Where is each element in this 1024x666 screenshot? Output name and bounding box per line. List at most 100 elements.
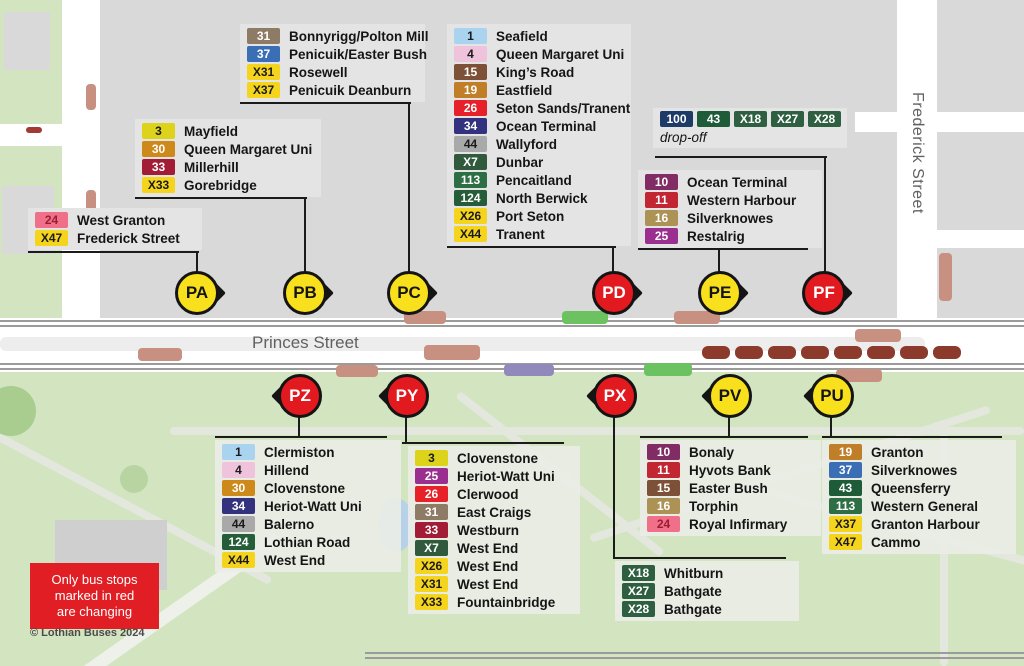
route-badge: X28 xyxy=(622,601,655,617)
bus-icon xyxy=(138,348,182,361)
route-badge: X31 xyxy=(247,64,280,80)
stop-marker-pd: PD xyxy=(592,271,643,315)
route-destination: Granton xyxy=(871,444,924,460)
route-badge: 124 xyxy=(222,534,255,550)
bus-icon xyxy=(674,311,720,324)
route-row: X44 Tranent xyxy=(454,225,624,243)
side-street xyxy=(855,112,1024,132)
route-destination: Tranent xyxy=(496,226,545,242)
connector-line xyxy=(640,436,808,438)
frederick-street-label: Frederick Street xyxy=(909,92,926,214)
route-destination: Heriot-Watt Uni xyxy=(457,468,555,484)
route-badge: 124 xyxy=(454,190,487,206)
route-destination: Granton Harbour xyxy=(871,516,980,532)
connector-line xyxy=(405,414,407,444)
bus-icon xyxy=(86,190,96,216)
route-badge: X37 xyxy=(247,82,280,98)
connector-line xyxy=(614,557,786,559)
route-badge: 1 xyxy=(454,28,487,44)
stop-marker-pa: PA xyxy=(175,271,226,315)
stop-marker-pz: PZ xyxy=(271,374,322,418)
left-green-building xyxy=(4,12,50,70)
route-badge: 24 xyxy=(647,516,680,532)
bus-icon xyxy=(424,345,480,360)
bus-icon xyxy=(26,127,42,133)
connector-line xyxy=(728,414,730,438)
bus-icon xyxy=(836,369,882,382)
railway-line xyxy=(365,657,1024,659)
left-vertical-road xyxy=(62,0,100,318)
route-badge: X18 xyxy=(622,565,655,581)
connector-line xyxy=(613,414,615,559)
route-destination: Dunbar xyxy=(496,154,544,170)
route-badge: 11 xyxy=(645,192,678,208)
route-badge: 34 xyxy=(222,498,255,514)
road-lane xyxy=(0,337,925,351)
route-destination: Seton Sands/Tranent xyxy=(496,100,631,116)
route-destination: Restalrig xyxy=(687,228,745,244)
route-badge: 26 xyxy=(454,100,487,116)
route-destination: West Granton xyxy=(77,212,166,228)
route-badge: 34 xyxy=(454,118,487,134)
tram-line xyxy=(0,320,1024,322)
route-destination: Clovenstone xyxy=(264,480,346,496)
bus-icon xyxy=(504,364,554,376)
route-badge: X27 xyxy=(622,583,655,599)
route-destination: Clovenstone xyxy=(457,450,539,466)
bus-icon xyxy=(644,363,692,376)
route-destination: Queen Margaret Uni xyxy=(184,141,313,157)
connector-line xyxy=(196,251,198,274)
route-badge: 31 xyxy=(247,28,280,44)
connector-line xyxy=(638,248,808,250)
route-badge: 19 xyxy=(454,82,487,98)
notice-box: Only bus stops marked in red are changin… xyxy=(30,563,159,629)
route-destination: Bonaly xyxy=(689,444,735,460)
route-badge: 4 xyxy=(454,46,487,62)
route-badge: X26 xyxy=(415,558,448,574)
bus-queue xyxy=(702,346,961,359)
stop-marker-px: PX xyxy=(586,374,637,418)
route-row: 25 Heriot-Watt Uni xyxy=(415,467,573,485)
route-badge: X7 xyxy=(415,540,448,556)
route-destination: Royal Infirmary xyxy=(689,516,788,532)
route-badge: 25 xyxy=(415,468,448,484)
route-badge: 26 xyxy=(415,486,448,502)
route-destination: Western Harbour xyxy=(687,192,797,208)
dropoff-note: drop-off xyxy=(660,130,707,145)
route-badge: X44 xyxy=(454,226,487,242)
route-destination: Pencaitland xyxy=(496,172,572,188)
route-badge: X27 xyxy=(771,111,804,127)
connector-line xyxy=(824,156,826,274)
route-destination: Silverknowes xyxy=(687,210,774,226)
stop-marker-pe: PE xyxy=(698,271,749,315)
route-destination: Whitburn xyxy=(664,565,724,581)
connector-line xyxy=(215,436,387,438)
connector-line xyxy=(304,197,306,274)
route-badge: X33 xyxy=(415,594,448,610)
route-destination: Torphin xyxy=(689,498,739,514)
